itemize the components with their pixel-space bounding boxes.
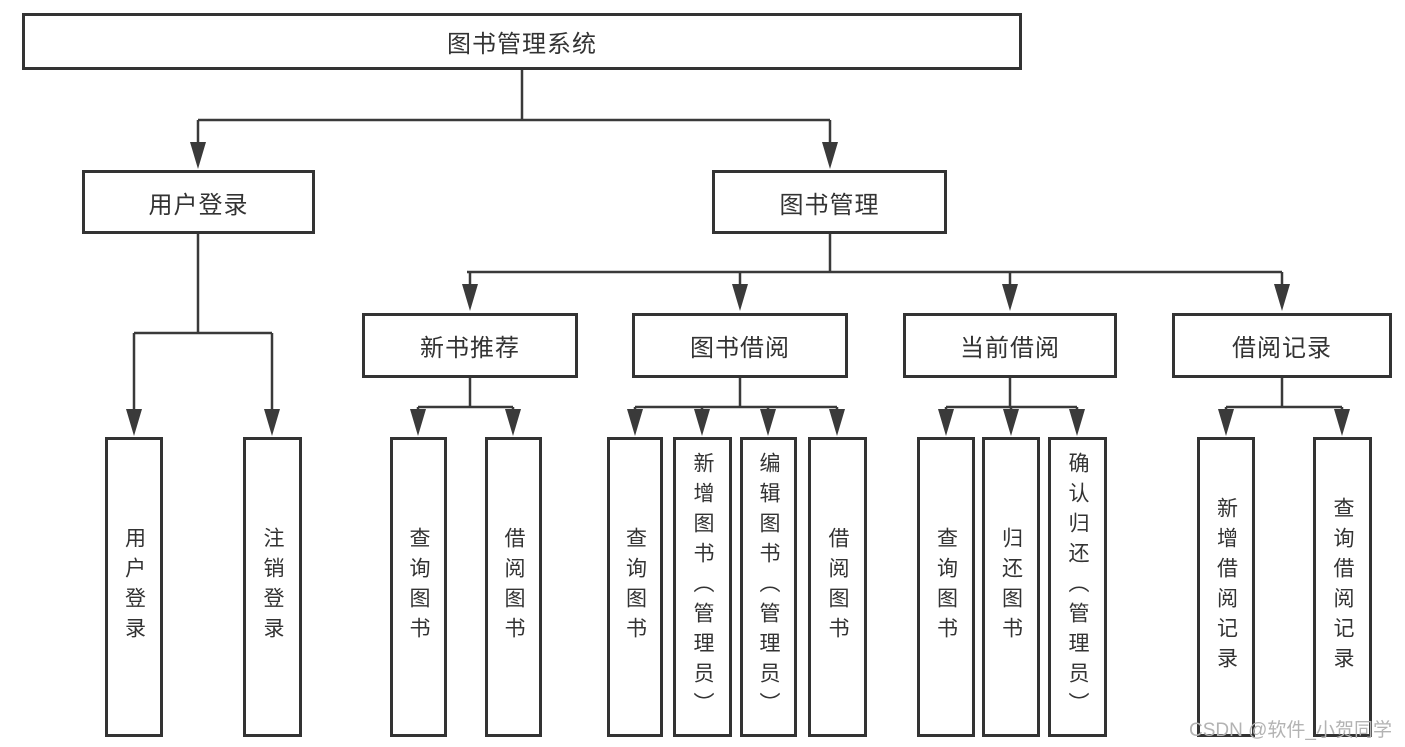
node-book-management: 图书管理 (712, 170, 947, 234)
node-new-book-recommendation: 新书推荐 (362, 313, 578, 378)
leaf-newbooks-query-books: 查询图书 (390, 437, 447, 737)
leaf-current-confirm-return-admin: 确认归还（管理员） (1048, 437, 1107, 737)
arrowhead-icon (126, 142, 1350, 436)
leaf-records-add-borrow-record: 新增借阅记录 (1197, 437, 1255, 737)
node-borrowing-records-label: 借阅记录 (1232, 335, 1332, 362)
node-user-login: 用户登录 (82, 170, 315, 234)
watermark: CSDN @软件_小贺同学 (1189, 720, 1392, 741)
leaf-borrowing-query-books: 查询图书 (607, 437, 663, 737)
node-current-borrowing: 当前借阅 (903, 313, 1117, 378)
leaf-user-login: 用户登录 (105, 437, 163, 737)
node-root-label: 图书管理系统 (447, 31, 597, 58)
leaf-current-confirm-return-admin-label: 确认归还（管理员） (1066, 452, 1089, 722)
node-borrowing-records: 借阅记录 (1172, 313, 1392, 378)
node-new-book-recommendation-label: 新书推荐 (420, 335, 520, 362)
node-book-management-label: 图书管理 (779, 191, 880, 219)
node-user-login-label: 用户登录 (148, 191, 249, 219)
leaf-newbooks-query-books-label: 查询图书 (407, 527, 430, 647)
node-book-borrowing-label: 图书借阅 (690, 335, 790, 362)
leaf-borrowing-borrow-books-label: 借阅图书 (826, 527, 849, 647)
leaf-records-add-borrow-record-label: 新增借阅记录 (1214, 497, 1238, 677)
leaf-records-query-borrow-record: 查询借阅记录 (1313, 437, 1372, 737)
leaf-current-return-books: 归还图书 (982, 437, 1040, 737)
leaf-borrowing-borrow-books: 借阅图书 (808, 437, 867, 737)
leaf-borrowing-add-books-admin-label: 新增图书（管理员） (691, 452, 714, 722)
leaf-records-query-borrow-record-label: 查询借阅记录 (1331, 497, 1354, 677)
leaf-borrowing-query-books-label: 查询图书 (623, 527, 647, 647)
leaf-user-login-label: 用户登录 (122, 527, 146, 647)
leaf-logout: 注销登录 (243, 437, 302, 737)
leaf-newbooks-borrow-books-label: 借阅图书 (502, 527, 525, 647)
node-current-borrowing-label: 当前借阅 (960, 335, 1060, 362)
leaf-borrowing-edit-books-admin: 编辑图书（管理员） (740, 437, 797, 737)
leaf-newbooks-borrow-books: 借阅图书 (485, 437, 542, 737)
leaf-current-query-books: 查询图书 (917, 437, 975, 737)
node-book-borrowing: 图书借阅 (632, 313, 848, 378)
leaf-logout-label: 注销登录 (261, 527, 284, 647)
node-root: 图书管理系统 (22, 13, 1022, 70)
leaf-borrowing-edit-books-admin-label: 编辑图书（管理员） (757, 452, 780, 722)
leaf-current-query-books-label: 查询图书 (934, 527, 958, 647)
leaf-borrowing-add-books-admin: 新增图书（管理员） (673, 437, 732, 737)
leaf-current-return-books-label: 归还图书 (999, 527, 1023, 647)
